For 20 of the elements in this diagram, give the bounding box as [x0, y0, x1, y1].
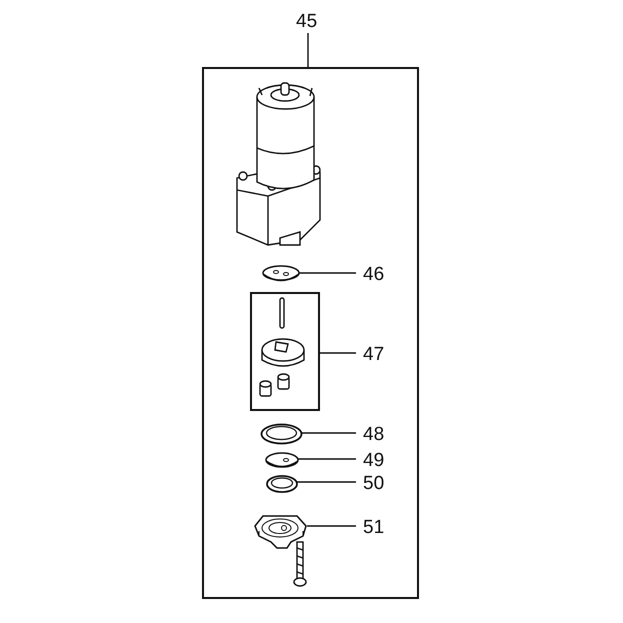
callout-number: 47 [363, 344, 384, 365]
o-ring-drawing [260, 423, 303, 445]
leader-line [296, 481, 356, 483]
leader-line [307, 33, 309, 67]
callout-number: 51 [363, 517, 384, 538]
callout-number: 48 [363, 424, 384, 445]
leader-line [318, 352, 356, 354]
leader-line [297, 458, 356, 460]
callout-number: 46 [363, 264, 384, 285]
callout-number: 45 [296, 11, 318, 32]
leader-line [298, 272, 356, 274]
parts-group-frame [250, 292, 320, 411]
valve-disc-drawing [265, 452, 299, 470]
washer-drawing [262, 265, 300, 284]
callout-number: 49 [363, 450, 384, 471]
leader-line [301, 432, 356, 434]
assembly-frame [202, 67, 419, 599]
o-ring-drawing [266, 475, 298, 493]
callout-number: 50 [363, 473, 384, 494]
leader-line [307, 525, 356, 527]
